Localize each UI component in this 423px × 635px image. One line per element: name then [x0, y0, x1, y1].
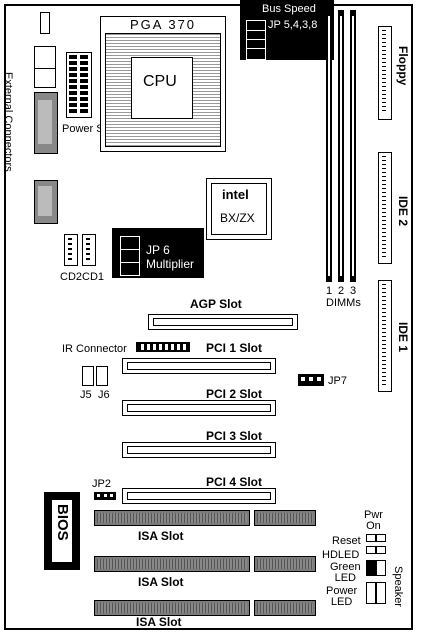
multiplier-label: Multiplier — [146, 257, 195, 271]
pci3-slot-label: PCI 3 Slot — [206, 429, 263, 443]
isa-slot-2-label: ISA Slot — [138, 575, 184, 589]
pci1-slot-label: PCI 1 Slot — [206, 341, 263, 355]
bus-speed-block — [240, 0, 334, 60]
isa-slot-2-segment-b[interactable] — [254, 556, 316, 572]
bus-speed-title: Bus Speed — [262, 3, 316, 15]
jp7-jumper[interactable] — [298, 374, 324, 386]
power-led-label: Power LED — [326, 585, 358, 608]
reset-label: Reset — [332, 535, 361, 547]
agp-slot[interactable] — [148, 314, 298, 330]
dimm-number-1: 1 — [326, 285, 333, 297]
pga-socket — [100, 16, 226, 152]
isa-slot-3-label: ISA Slot — [136, 615, 182, 629]
pci1-slot[interactable] — [122, 358, 276, 374]
isa-slot-3-segment-b[interactable] — [254, 600, 316, 616]
green-led-label: Green LED — [330, 561, 361, 584]
isa-slot-3-segment-a[interactable] — [94, 600, 250, 616]
isa-slot-1-label: ISA Slot — [138, 529, 184, 543]
cd2-connector[interactable] — [64, 234, 78, 266]
ide2-label: IDE 2 — [396, 196, 410, 227]
hdled-label: HDLED — [322, 549, 360, 561]
bios-chip — [44, 492, 84, 570]
agp-slot-label: AGP Slot — [190, 297, 242, 311]
pci3-slot[interactable] — [122, 442, 276, 458]
jp2-jumper[interactable] — [94, 492, 116, 500]
j6-label: J6 — [98, 389, 110, 401]
pci2-slot[interactable] — [122, 400, 276, 416]
isa-slot-2-segment-a[interactable] — [94, 556, 250, 572]
pci4-slot[interactable] — [122, 488, 276, 504]
dimms-label: DIMMs — [326, 297, 361, 309]
pga-label: PGA 370 — [130, 17, 197, 32]
pwr-on-label: Pwr On — [364, 509, 383, 532]
front-panel-header[interactable] — [366, 534, 386, 606]
dimm-number-3: 3 — [350, 285, 357, 297]
jp6-label: JP 6 — [146, 243, 170, 257]
bus-speed-jumper-label: JP 5,4,3,8 — [268, 19, 318, 31]
dimm-slots — [324, 10, 364, 282]
chipset-brand: intel — [222, 187, 249, 202]
jp6-jumper-pins — [120, 236, 140, 276]
bios-label: BIOS — [54, 504, 71, 541]
isa-slot-1-segment-b[interactable] — [254, 510, 316, 526]
jp2-label: JP2 — [92, 478, 111, 490]
ide1-label: IDE 1 — [396, 322, 410, 353]
j6-jumper[interactable] — [96, 366, 108, 386]
j5-jumper[interactable] — [82, 366, 94, 386]
cpu-label: CPU — [143, 73, 177, 90]
ide1-connector[interactable] — [378, 280, 392, 392]
jp6-multiplier-block — [112, 228, 204, 278]
ir-connector[interactable] — [136, 342, 190, 352]
floppy-connector[interactable] — [378, 26, 392, 120]
cd1-connector[interactable] — [82, 234, 96, 266]
external-connectors-label: External Connectors — [2, 72, 14, 172]
intel-chipset — [206, 178, 272, 240]
ir-connector-label: IR Connector — [62, 343, 127, 355]
floppy-label: Floppy — [396, 46, 410, 86]
j5-label: J5 — [80, 389, 92, 401]
power-supply-connector — [66, 52, 92, 118]
isa-slot-1-segment-a[interactable] — [94, 510, 250, 526]
speaker-label: Speaker — [392, 566, 404, 607]
dimm-number-2: 2 — [338, 285, 345, 297]
bus-speed-jumper-pins — [246, 20, 266, 60]
cd2-label: CD2 — [60, 271, 83, 283]
external-connectors-group — [0, 0, 60, 240]
pci2-slot-label: PCI 2 Slot — [206, 387, 263, 401]
pci4-slot-label: PCI 4 Slot — [206, 475, 263, 489]
ide2-connector[interactable] — [378, 152, 392, 264]
cd1-label: CD1 — [82, 271, 105, 283]
chipset-model: BX/ZX — [220, 211, 255, 225]
jp7-label: JP7 — [328, 375, 347, 387]
